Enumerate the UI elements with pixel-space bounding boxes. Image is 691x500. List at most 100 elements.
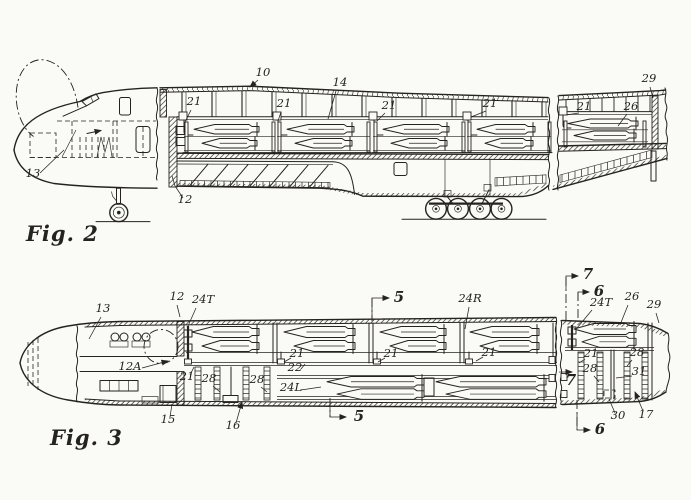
- fig2-mid-break-left: [547, 97, 551, 191]
- crown-skin-band: [160, 86, 548, 102]
- ref-label-17: 17: [639, 407, 654, 421]
- ref-label-13: 13: [96, 301, 111, 315]
- fig2-missile-bays: [182, 121, 553, 154]
- leader-line: [655, 312, 660, 324]
- tail-rack-ladders: [577, 349, 649, 400]
- leader-line: [300, 363, 306, 370]
- fig3-aft-break-edge: [665, 333, 671, 392]
- nose-cutaway-break: [75, 325, 79, 403]
- fig3-bottom-skin-inner: [84, 398, 557, 404]
- fig2-crown-outline: [159, 85, 549, 99]
- ref-label-21: 21: [289, 346, 305, 360]
- ref-label-24L: 24L: [279, 380, 302, 394]
- ref-label-21: 21: [276, 96, 292, 110]
- leader-line: [649, 86, 654, 99]
- belly-stringer-band-fwd: [179, 180, 331, 188]
- windshield-divider: [90, 97, 94, 103]
- leader-line: [249, 79, 259, 88]
- fig3-tail-top-skin: [562, 320, 668, 337]
- leader-line: [578, 358, 586, 364]
- fig3-break-right: [559, 320, 563, 405]
- ref-label-28: 28: [201, 371, 217, 385]
- hatch-30: [603, 389, 616, 399]
- front-clamp: [183, 343, 193, 352]
- fig3-tail-bottom-outline: [561, 391, 667, 406]
- ref-label-12: 12: [170, 289, 185, 303]
- leader-line: [371, 295, 390, 318]
- leader-line: [634, 391, 644, 412]
- leader-line: [617, 113, 628, 127]
- leader-line: [169, 403, 173, 418]
- rack-base-16: [222, 395, 239, 403]
- tail-hanger-fitting: [558, 106, 568, 116]
- tail-floor-top: [558, 142, 667, 147]
- ref-label-21: 21: [383, 346, 399, 360]
- main-landing-gear: [401, 184, 547, 220]
- ref-label-21: 21: [481, 345, 497, 359]
- wheel-well-door: [393, 162, 408, 176]
- fig3-nose-interior: [27, 325, 179, 404]
- leader-line: [300, 386, 322, 391]
- leader-line: [235, 401, 244, 424]
- fig3-break-left: [554, 317, 558, 408]
- belly-stringer-band-aft: [494, 174, 547, 187]
- ref-label-30: 30: [611, 408, 626, 422]
- leader-line: [615, 375, 633, 379]
- fig3-bottom-skin-band: [85, 399, 556, 408]
- tail-clamp: [567, 338, 577, 347]
- leader-line: [470, 110, 487, 118]
- leader-line: [39, 149, 65, 174]
- figure2-title: Fig. 2: [25, 221, 99, 246]
- aft-bulkhead-29: [651, 95, 659, 150]
- break-stub: [560, 373, 568, 381]
- ref-label-21: 21: [381, 98, 397, 112]
- mid-clamp: [423, 377, 435, 397]
- ref-label-13: 13: [26, 166, 41, 180]
- leader-line: [141, 359, 169, 369]
- front-clamp: [183, 329, 193, 338]
- fig3-bottom-outline: [19, 362, 557, 409]
- ref-label-21: 21: [583, 346, 599, 360]
- cargo-floor-top: [176, 152, 549, 156]
- fig3-tail-bottom-skin: [562, 389, 666, 405]
- fig3-top-skin-inner: [84, 321, 557, 328]
- leader-line: [376, 112, 386, 122]
- crew-door: [119, 97, 131, 116]
- tail-floor-bottom: [558, 148, 667, 152]
- ref-label-12: 12: [178, 192, 193, 206]
- tail-crown-outline: [558, 89, 667, 97]
- ref-label-21: 21: [186, 94, 202, 108]
- ref-label-29: 29: [641, 71, 657, 85]
- tail-clamp: [567, 326, 577, 335]
- leader-line: [212, 385, 221, 393]
- nose-chine-line: [62, 105, 87, 117]
- cockpit-windshield: [81, 93, 100, 107]
- fig3-tail-top-outline: [561, 319, 669, 335]
- leader-line: [626, 359, 633, 367]
- ref-label-6: 6: [595, 420, 606, 438]
- figure3-title: Fig. 3: [49, 425, 123, 450]
- fig2-nose-lower-outline: [13, 149, 158, 189]
- leader-line: [576, 309, 593, 329]
- ref-label-7: 7: [566, 371, 577, 389]
- loading-direction-arrow: [86, 128, 102, 135]
- ref-label-26: 26: [623, 99, 639, 113]
- fig3-bulkhead-upper: [176, 321, 185, 357]
- ref-label-10: 10: [256, 65, 271, 79]
- leader-line: [577, 289, 590, 301]
- aft-bulkhead-lower: [650, 150, 657, 182]
- ref-label-5: 5: [354, 407, 364, 425]
- ref-label-24R: 24R: [457, 291, 482, 305]
- cargo-floor-bottom: [176, 157, 549, 161]
- leader-line: [475, 356, 484, 362]
- leader-line: [576, 413, 591, 433]
- ref-label-21: 21: [576, 99, 592, 113]
- ceiling-frames: [160, 90, 548, 117]
- leader-line: [184, 109, 192, 123]
- ref-label-31: 31: [632, 364, 647, 378]
- leader-line: [329, 406, 347, 420]
